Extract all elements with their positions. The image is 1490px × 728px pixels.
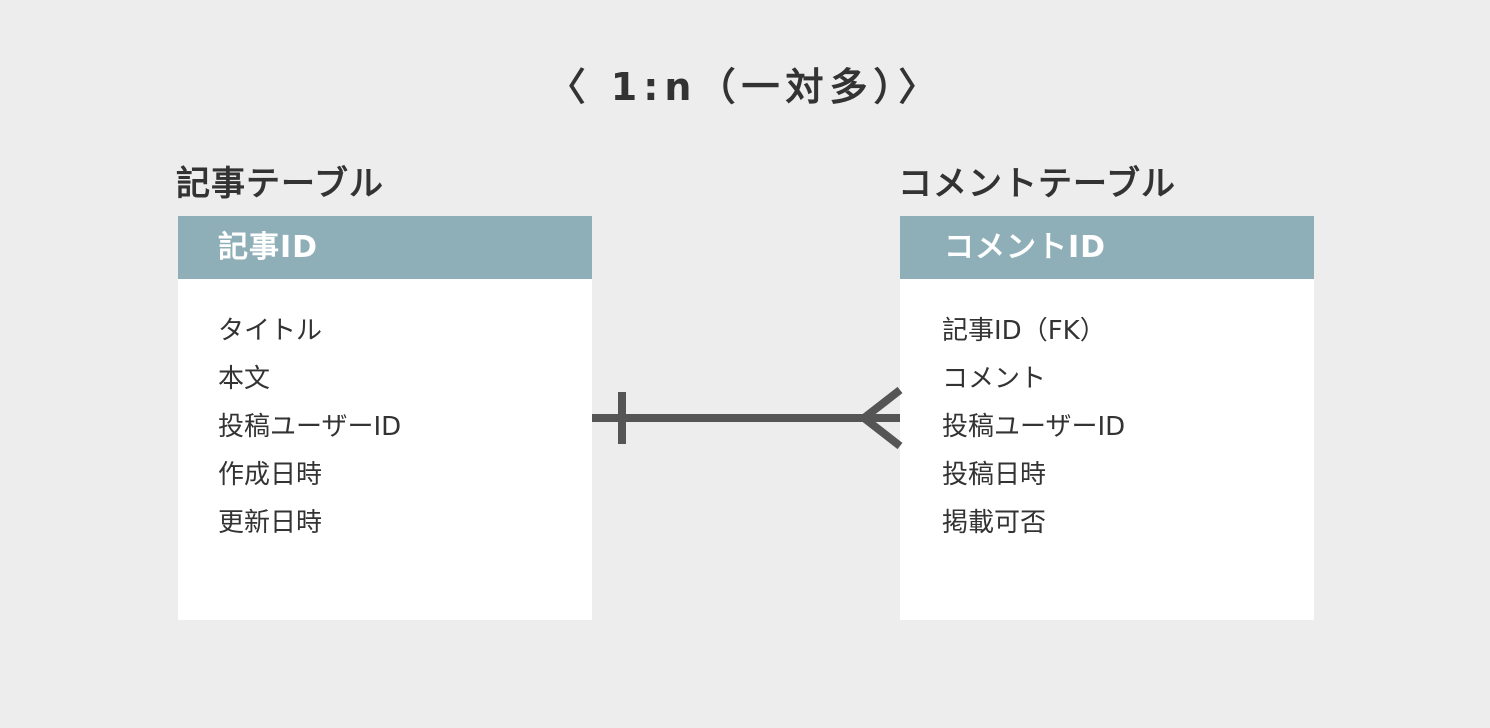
comments-table-label: コメントテーブル [898, 164, 1176, 204]
articles-table: 記事ID タイトル 本文 投稿ユーザーID 作成日時 更新日時 [178, 216, 592, 620]
articles-table-label: 記事テーブル [176, 164, 384, 204]
comments-primary-key: コメントID [900, 216, 1314, 279]
articles-field-body: 本文 [218, 364, 271, 394]
many-crowfoot-mark [857, 386, 903, 450]
comments-field-user-id: 投稿ユーザーID [942, 412, 1126, 442]
diagram-title: 〈 1:n（一対多）〉 [547, 65, 943, 109]
articles-field-user-id: 投稿ユーザーID [218, 412, 402, 442]
comments-field-published: 掲載可否 [942, 508, 1047, 538]
articles-field-updated-at: 更新日時 [218, 508, 323, 538]
comments-field-posted-at: 投稿日時 [942, 460, 1047, 490]
comments-field-comment: コメント [942, 364, 1047, 394]
articles-field-list: タイトル 本文 投稿ユーザーID 作成日時 更新日時 [178, 279, 592, 547]
comments-table: コメントID 記事ID（FK） コメント 投稿ユーザーID 投稿日時 掲載可否 [900, 216, 1314, 620]
articles-field-title: タイトル [218, 316, 323, 346]
articles-field-created-at: 作成日時 [218, 460, 323, 490]
comments-field-list: 記事ID（FK） コメント 投稿ユーザーID 投稿日時 掲載可否 [900, 279, 1314, 547]
comments-field-article-id-fk: 記事ID（FK） [942, 316, 1106, 346]
articles-primary-key: 記事ID [178, 216, 592, 279]
